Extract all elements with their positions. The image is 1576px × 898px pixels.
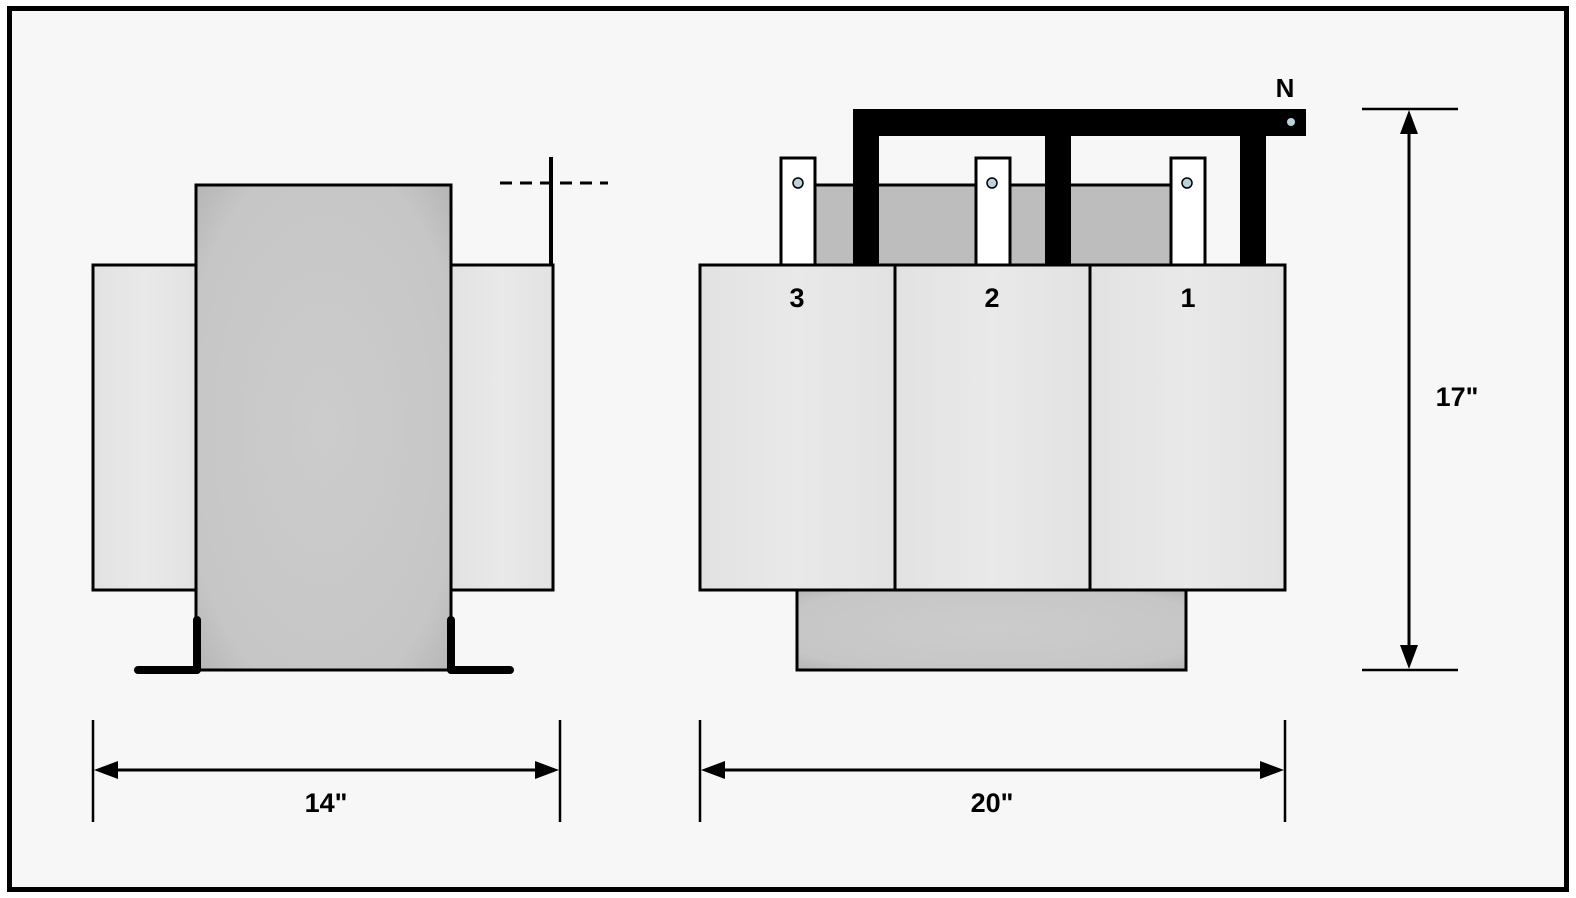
front-bottom-yoke [795, 586, 1188, 672]
side-width-label: 14" [305, 788, 348, 818]
front-coil-2 [893, 263, 1092, 592]
coil-label-2: 2 [984, 283, 999, 313]
front-coil-3 [698, 263, 897, 592]
terminal-hole-icon [986, 177, 998, 189]
coil-label-1: 1 [1180, 283, 1195, 313]
terminal-phase-3 [779, 156, 817, 268]
terminal-phase-2 [974, 156, 1012, 268]
front-coil-1 [1088, 263, 1287, 592]
dimension-front-width: 20" [698, 720, 1287, 822]
side-core [194, 183, 453, 672]
side-coil-left [91, 263, 199, 592]
terminal-hole-icon [1181, 177, 1193, 189]
mounting-bracket-left [134, 616, 201, 674]
front-view: N 3 2 1 [698, 73, 1306, 672]
arrow-right-icon [535, 761, 559, 779]
mounting-bracket-right [447, 616, 514, 674]
arrow-left-icon [94, 761, 118, 779]
terminal-hole-icon [792, 177, 804, 189]
dimension-side-width: 14" [91, 720, 562, 822]
neutral-label: N [1276, 73, 1295, 103]
front-height-label: 17" [1436, 382, 1479, 412]
neutral-busbar [853, 109, 1306, 266]
coil-label-3: 3 [789, 283, 804, 313]
side-view [91, 157, 608, 674]
side-coil-right [449, 263, 555, 592]
neutral-terminal-hole-icon [1287, 118, 1295, 126]
terminal-phase-1 [1169, 156, 1207, 268]
arrow-down-icon [1400, 645, 1418, 669]
arrow-up-icon [1400, 110, 1418, 134]
front-width-label: 20" [971, 788, 1014, 818]
arrow-right-icon [1260, 761, 1284, 779]
arrow-left-icon [701, 761, 725, 779]
dimension-front-height: 17" [1362, 107, 1479, 672]
